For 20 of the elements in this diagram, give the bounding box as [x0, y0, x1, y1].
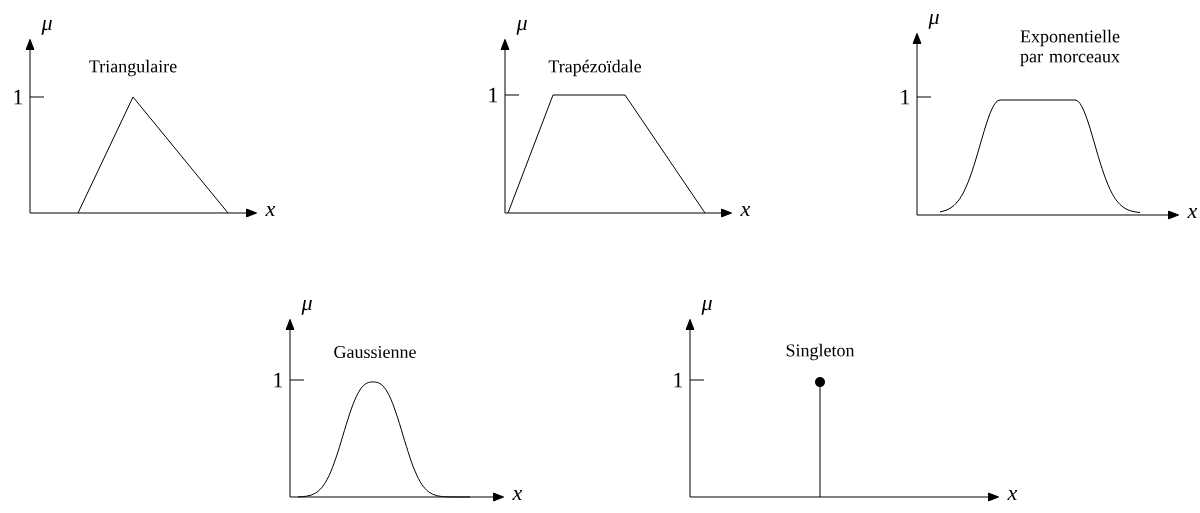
curve-title: Gaussienne	[334, 345, 416, 359]
curve-title: Singleton	[786, 343, 855, 361]
axis-label: μ	[516, 19, 527, 35]
tick-label: 1	[901, 89, 910, 105]
tick-label: 1	[274, 372, 283, 388]
axis-label: x	[512, 489, 523, 501]
axis-label: μ	[701, 299, 712, 315]
axis-label: x	[265, 205, 276, 217]
tick-label: 1	[674, 372, 683, 388]
curve-title: Exponentielle par morceaux	[1020, 29, 1120, 67]
curve-title: Trapézoïdale	[548, 59, 642, 77]
tick-label: 1	[14, 89, 23, 105]
axis-label: μ	[41, 19, 52, 35]
axis-label: x	[1187, 207, 1198, 219]
axis-label: x	[1007, 489, 1018, 501]
axis-label: μ	[928, 13, 939, 29]
tick-label: 1	[489, 87, 498, 103]
axis-label: x	[740, 205, 751, 217]
curve-title: Triangulaire	[89, 59, 177, 77]
axis-label: μ	[301, 299, 312, 315]
